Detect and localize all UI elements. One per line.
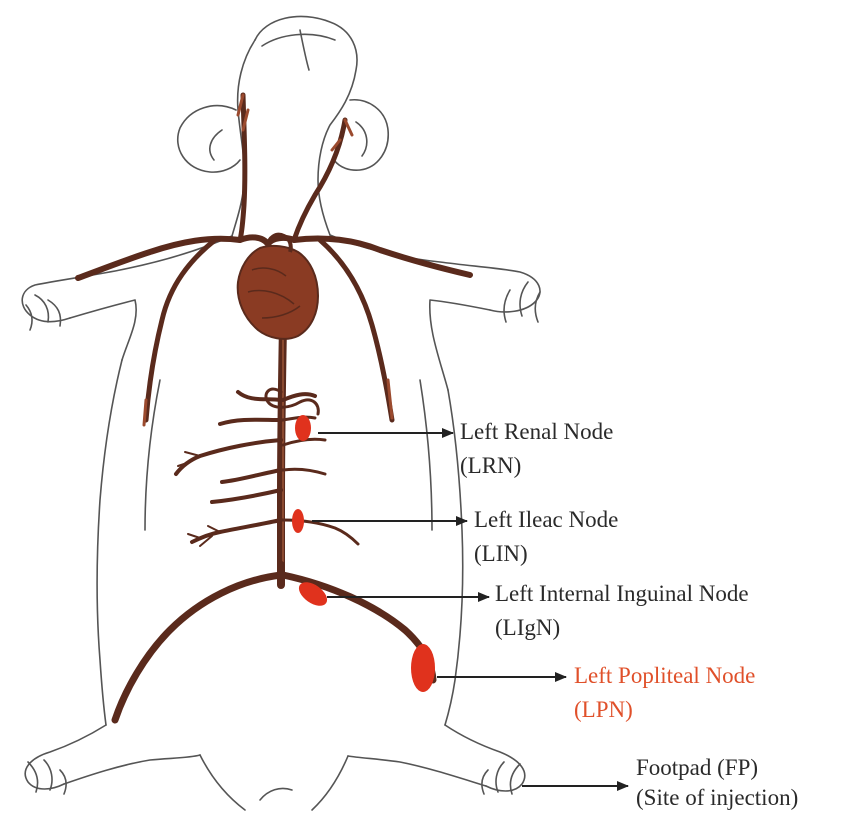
lymph-nodes [292,415,435,692]
label-lpn-abbr: (LPN) [574,695,633,725]
vessel-network [78,95,470,720]
left-ear [178,106,240,172]
label-fp-abbr: (Site of injection) [636,783,798,813]
label-lin-name: Left Ileac Node [474,505,618,535]
label-lign-abbr: (LIgN) [495,613,560,643]
label-lrn-abbr: (LRN) [460,451,521,481]
label-lpn-name: Left Popliteal Node [574,661,755,691]
lymph-node-lpn [411,644,435,692]
lymph-node-lin [292,509,304,533]
heart [238,235,318,339]
label-lign-name: Left Internal Inguinal Node [495,579,749,609]
label-lin-abbr: (LIN) [474,539,528,569]
lymph-node-lrn [295,415,311,441]
label-arrows [312,433,628,786]
label-fp-name: Footpad (FP) [636,753,758,783]
label-lrn-name: Left Renal Node [460,417,613,447]
